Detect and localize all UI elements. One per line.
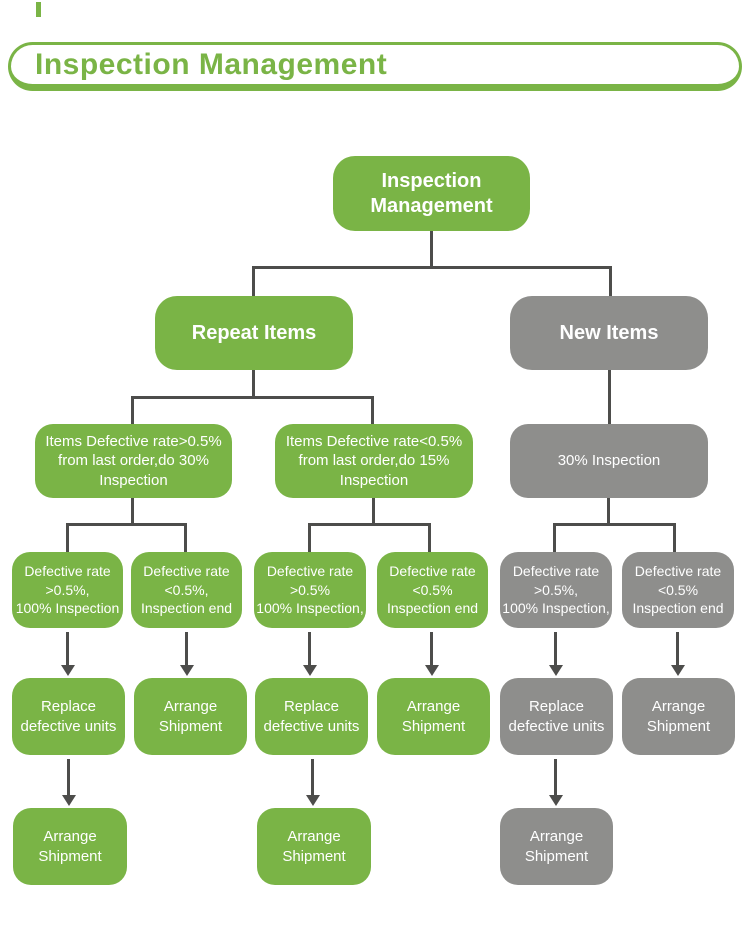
- node-defective-rate-high-1: Defective rate >0.5%, 100% Inspection: [12, 552, 123, 628]
- down-arrow-icon: [306, 759, 320, 806]
- connector-line: [372, 498, 375, 526]
- connector-line: [371, 396, 374, 424]
- down-arrow-icon: [303, 632, 317, 676]
- connector-line: [66, 523, 69, 552]
- down-arrow-icon: [180, 632, 194, 676]
- down-arrow-icon: [671, 632, 685, 676]
- node-arrange-shipment-final-3: Arrange Shipment: [500, 808, 613, 885]
- node-replace-units-2: Replace defective units: [255, 678, 368, 755]
- node-replace-units-1: Replace defective units: [12, 678, 125, 755]
- node-arrange-shipment-2: Arrange Shipment: [377, 678, 490, 755]
- connector-line: [184, 523, 187, 552]
- connector-line: [608, 370, 611, 424]
- connector-line: [308, 523, 311, 552]
- node-defective-rate-low-2: Defective rate <0.5% Inspection end: [377, 552, 488, 628]
- connector-line: [607, 498, 610, 526]
- down-arrow-icon: [425, 632, 439, 676]
- node-arrange-shipment-final-1: Arrange Shipment: [13, 808, 127, 885]
- node-new-items: New Items: [510, 296, 708, 370]
- connector-line: [673, 523, 676, 552]
- node-repeat-low-rate: Items Defective rate<0.5% from last orde…: [275, 424, 473, 498]
- page-title: Inspection Management: [35, 47, 388, 81]
- node-defective-rate-low-3: Defective rate <0.5% Inspection end: [622, 552, 734, 628]
- node-arrange-shipment-3: Arrange Shipment: [622, 678, 735, 755]
- down-arrow-icon: [549, 632, 563, 676]
- connector-line: [430, 231, 433, 268]
- connector-line: [553, 523, 556, 552]
- corner-tick-mark: [36, 2, 41, 17]
- connector-line: [252, 266, 612, 269]
- node-replace-units-3: Replace defective units: [500, 678, 613, 755]
- node-defective-rate-low-1: Defective rate <0.5%, Inspection end: [131, 552, 242, 628]
- connector-line: [131, 498, 134, 526]
- node-inspection-management: Inspection Management: [333, 156, 530, 231]
- node-defective-rate-high-2: Defective rate >0.5% 100% Inspection,: [254, 552, 366, 628]
- connector-line: [66, 523, 187, 526]
- connector-line: [308, 523, 431, 526]
- node-arrange-shipment-final-2: Arrange Shipment: [257, 808, 371, 885]
- down-arrow-icon: [61, 632, 75, 676]
- down-arrow-icon: [62, 759, 76, 806]
- connector-line: [131, 396, 134, 424]
- connector-line: [609, 266, 612, 296]
- node-new-30-inspection: 30% Inspection: [510, 424, 708, 498]
- connector-line: [553, 523, 676, 526]
- connector-line: [428, 523, 431, 552]
- node-repeat-high-rate: Items Defective rate>0.5% from last orde…: [35, 424, 232, 498]
- down-arrow-icon: [549, 759, 563, 806]
- node-arrange-shipment-1: Arrange Shipment: [134, 678, 247, 755]
- connector-line: [252, 266, 255, 296]
- node-repeat-items: Repeat Items: [155, 296, 353, 370]
- node-defective-rate-high-3: Defective rate >0.5%, 100% Inspection,: [500, 552, 612, 628]
- connector-line: [131, 396, 374, 399]
- connector-line: [252, 370, 255, 399]
- page-header: Inspection Management: [8, 42, 742, 91]
